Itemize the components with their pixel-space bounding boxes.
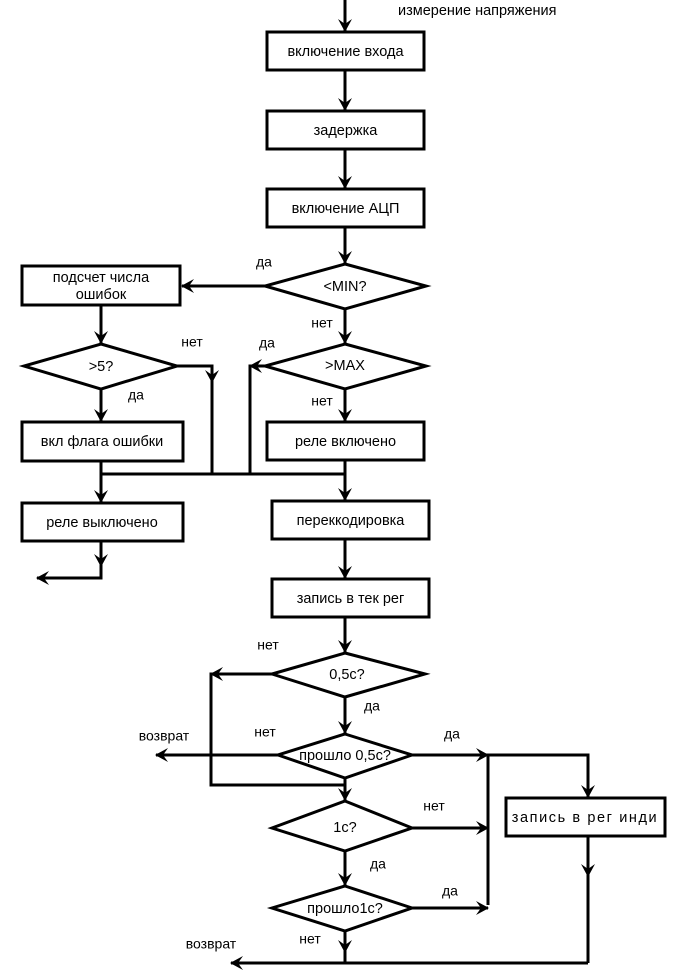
connector-max-no-to-rele-vklyucheno xyxy=(338,389,352,422)
edge-label-bolshe5-no: нет xyxy=(181,334,203,350)
connector-proshlo-1sec-yes-right xyxy=(412,901,489,915)
connector-rele-vklyucheno-to-perekkodirovka xyxy=(250,460,352,501)
connector-1sec-yes-down xyxy=(338,851,352,886)
node-min-check[interactable]: <MIN? xyxy=(259,262,432,311)
connector-zapis-indi-down xyxy=(581,836,595,963)
node-vklyuchenie-vhoda-label: включение входа xyxy=(287,44,404,60)
node-vklyuchenie-acp-label: включение АЦП xyxy=(292,201,400,217)
edge-label-min-yes: да xyxy=(256,254,272,270)
node-vklyuchenie-acp[interactable]: включение АЦП xyxy=(265,187,426,229)
edge-label-1sec-yes: да xyxy=(370,856,386,872)
connector-zaderzhka-to-acp xyxy=(338,149,352,189)
edge-label-polsec-no: нет xyxy=(257,637,279,653)
node-podschet-chisla-label-line1: подсчет числа xyxy=(53,270,150,286)
node-vkl-flaga-oshibki-label: вкл флага ошибки xyxy=(41,434,163,450)
node-zaderzhka[interactable]: задержка xyxy=(265,109,426,151)
connector-bottom-return-vozvrat xyxy=(230,956,588,970)
connector-entry-to-vhod xyxy=(338,0,352,32)
node-zaderzhka-label: задержка xyxy=(314,123,379,139)
node-zapis-v-tek-reg-label: запись в тек рег xyxy=(297,591,405,607)
node-podschet-chisla-label-line2: ошибок xyxy=(76,287,127,303)
node-vkl-flaga-oshibki[interactable]: вкл флага ошибки xyxy=(20,420,185,463)
connector-1sec-no-right xyxy=(412,821,489,835)
connector-bolshe5-yes-to-vklflaga xyxy=(94,389,108,422)
connector-proshlo-polsec-yes-right xyxy=(412,748,489,762)
node-proshlo-odna-sec-label: прошло1с? xyxy=(307,901,383,917)
node-perekkodirovka-label: переккодировка xyxy=(297,513,406,529)
node-rele-vyklyucheno[interactable]: реле выключено xyxy=(20,501,185,543)
edge-label-vozvrat-1: возврат xyxy=(139,728,190,744)
connector-min-yes-to-podschet xyxy=(181,279,265,293)
edge-label-1sec-no: нет xyxy=(423,798,445,814)
connector-acp-to-min xyxy=(338,227,352,264)
connector-proshlo-polsec-no-vozvrat xyxy=(155,748,278,762)
connector-bolshe5-no-down xyxy=(177,364,219,474)
connector-proshlo-polsec-down-to-1sec xyxy=(338,778,352,801)
edge-label-proshlo-polsec-yes: да xyxy=(444,726,460,742)
connector-right-bus-to-zapis-indi xyxy=(486,753,595,905)
edge-label-vozvrat-2: возврат xyxy=(186,936,237,952)
edge-label-proshlo-1sec-no: нет xyxy=(299,931,321,947)
edge-label-proshlo-1sec-yes: да xyxy=(442,883,458,899)
node-polsec-check-label: 0,5с? xyxy=(329,667,364,683)
connector-rele-vyklyucheno-exit xyxy=(36,541,108,585)
connector-proshlo-1sec-no-down xyxy=(338,931,352,963)
node-vklyuchenie-vhoda[interactable]: включение входа xyxy=(265,30,426,72)
node-min-check-label: <MIN? xyxy=(323,279,366,295)
node-rele-vklyucheno-label: реле включено xyxy=(295,434,396,450)
edge-label-bolshe5-yes: да xyxy=(128,387,144,403)
node-podschet-chisla[interactable]: подсчет числа ошибок xyxy=(20,264,182,307)
edge-label-polsec-yes: да xyxy=(364,698,380,714)
edge-label-max-no: нет xyxy=(311,393,333,409)
node-bolshe-5[interactable]: >5? xyxy=(18,342,183,391)
node-perekkodirovka[interactable]: переккодировка xyxy=(270,499,431,541)
node-proshlo-polsec-label: прошло 0,5с? xyxy=(299,748,391,764)
node-odna-sec-check[interactable]: 1с? xyxy=(267,799,417,853)
connector-merge-to-rele-vyklyucheno xyxy=(94,461,250,503)
edge-label-min-no: нет xyxy=(311,315,333,331)
connector-polsec-yes-to-proshlo xyxy=(338,697,352,734)
connector-min-no-to-max xyxy=(338,309,352,344)
node-max-check[interactable]: >MAX xyxy=(259,342,432,391)
edge-label-max-yes: да xyxy=(259,335,275,351)
node-polsec-check[interactable]: 0,5с? xyxy=(266,651,431,699)
node-zapis-v-tek-reg[interactable]: запись в тек рег xyxy=(270,577,431,619)
diagram-title: измерение напряжения xyxy=(398,3,557,19)
connector-max-yes-down xyxy=(248,359,265,474)
node-zapis-v-reg-indi-label: запись в рег инди xyxy=(512,810,659,826)
connector-perekkodirovka-to-zapis-tek xyxy=(338,539,352,579)
node-bolshe-5-label: >5? xyxy=(89,359,114,375)
connector-vhod-to-zaderzhka xyxy=(338,70,352,111)
node-rele-vklyucheno[interactable]: реле включено xyxy=(265,420,426,462)
node-proshlo-odna-sec[interactable]: прошло1с? xyxy=(266,884,417,933)
connector-polsec-no-loop xyxy=(209,667,345,787)
edge-label-proshlo-polsec-no: нет xyxy=(254,724,276,740)
node-proshlo-polsec[interactable]: прошло 0,5с? xyxy=(273,732,417,780)
node-max-check-label: >MAX xyxy=(325,358,365,374)
connector-zapis-tek-to-polsec xyxy=(338,617,352,653)
connector-podschet-to-bolshe5 xyxy=(94,305,108,344)
node-odna-sec-check-label: 1с? xyxy=(333,820,356,836)
node-rele-vyklyucheno-label: реле выключено xyxy=(46,515,158,531)
node-zapis-v-reg-indi[interactable]: запись в рег инди xyxy=(504,796,667,838)
